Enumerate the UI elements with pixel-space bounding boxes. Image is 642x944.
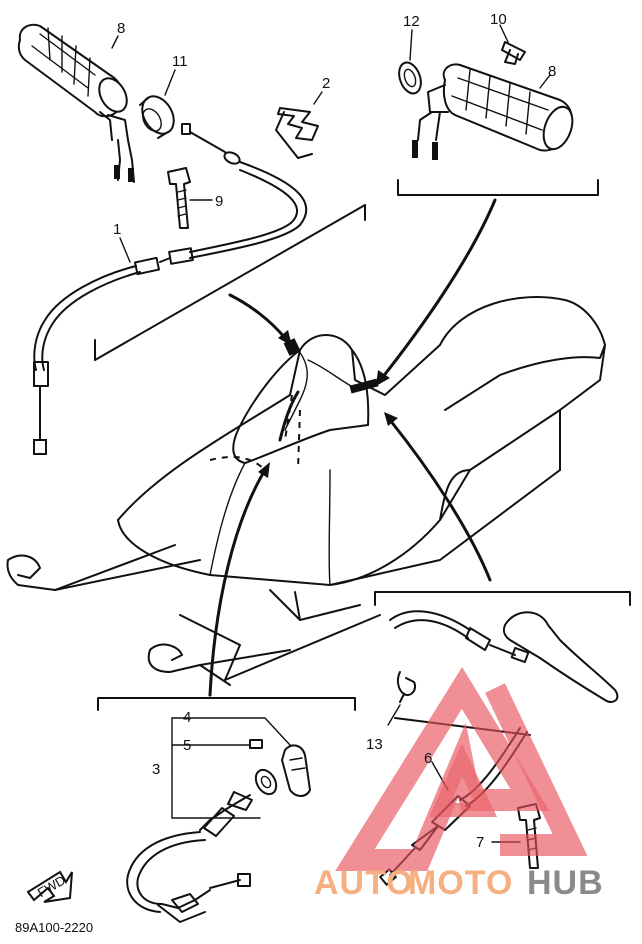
group-bracket-line	[374, 591, 631, 606]
label-part-7: 7	[476, 834, 484, 851]
snowmobile-illustration	[6, 296, 606, 686]
label-part-8-right: 8	[548, 63, 556, 80]
watermark-logo	[335, 666, 588, 871]
label-part-3: 3	[152, 761, 160, 778]
grip-washer	[398, 61, 422, 95]
watermark-text-hub: HUB	[527, 864, 604, 902]
label-part-2: 2	[322, 75, 330, 92]
diagram-part-code: 89A100-2220	[15, 920, 93, 935]
group-bracket-line	[397, 179, 599, 196]
cable-clip	[275, 107, 319, 159]
tie-band	[167, 167, 191, 229]
left-handlebar-grip	[17, 23, 135, 183]
label-part-6: 6	[424, 750, 432, 767]
label-part-8-left: 8	[117, 20, 125, 37]
bottom-left-parts-group	[97, 697, 356, 923]
label-part-10: 10	[490, 11, 507, 28]
label-part-9: 9	[215, 193, 223, 210]
throttle-cable	[33, 123, 308, 455]
grip-collar	[139, 95, 175, 139]
watermark-text: AUTO MOTO HUB	[314, 864, 604, 902]
top-right-parts-group	[397, 24, 599, 196]
label-part-4: 4	[183, 709, 191, 726]
label-part-11: 11	[172, 53, 188, 70]
label-part-5: 5	[183, 737, 191, 754]
watermark-text-auto: AUTO	[314, 864, 414, 902]
part-labels: 8 11 2 9 1 12 10 8 4 5 3 13 6 7	[113, 11, 556, 851]
callout-arrows	[208, 198, 497, 697]
top-left-parts-group	[17, 23, 366, 455]
bolt	[501, 41, 526, 65]
group-bracket-line	[97, 697, 356, 711]
group-bracket-line	[94, 204, 366, 361]
label-part-12: 12	[403, 13, 420, 30]
fwd-arrow-icon: FWD	[26, 870, 73, 903]
label-part-1: 1	[113, 221, 121, 238]
right-handlebar-grip	[412, 63, 574, 160]
label-part-13: 13	[366, 736, 383, 753]
watermark-text-moto: MOTO	[408, 864, 513, 902]
